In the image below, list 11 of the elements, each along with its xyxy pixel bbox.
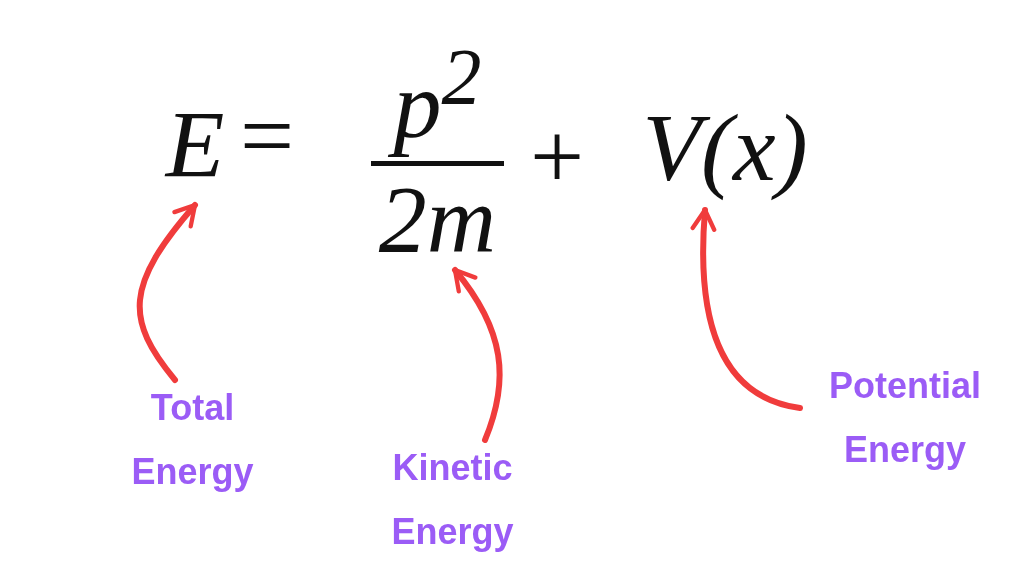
annotation-text: Potential Energy — [805, 358, 1005, 478]
operator-sign: = — [240, 88, 295, 184]
potential-function: V(x) — [605, 95, 845, 200]
operator-sign: + — [530, 108, 585, 204]
leader-arrow — [690, 207, 803, 411]
leader-arrow — [137, 202, 198, 383]
annotation-text: Kinetic Energy — [360, 440, 545, 560]
energy-symbol: E — [155, 95, 235, 195]
annotation-text: Total Energy — [105, 380, 280, 500]
leader-arrow — [452, 267, 503, 443]
fraction: p$^{2}$ 2m — [355, 45, 520, 260]
